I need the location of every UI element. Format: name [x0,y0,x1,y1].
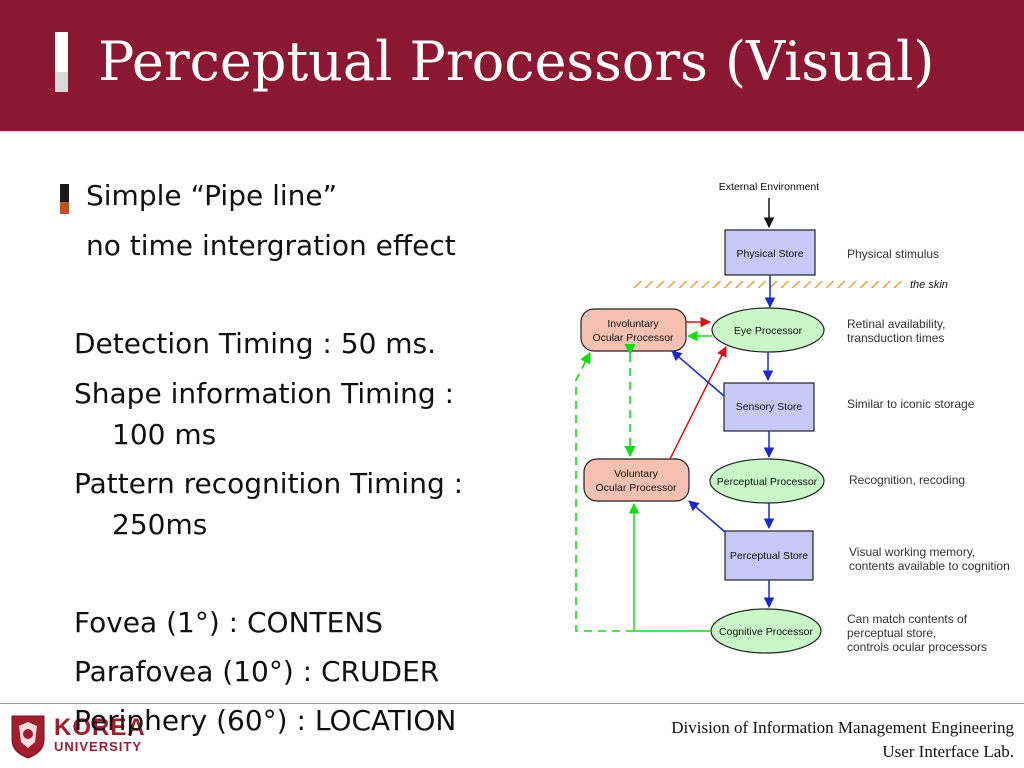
voluntary-label-1: Voluntary [614,468,659,480]
perceptual-store-box [724,530,814,581]
external-environment-label: External Environment [719,181,819,193]
involuntary-ocular-processor-node [580,308,687,352]
pattern-timing-value: 250ms [112,508,208,541]
eye-processor-label: Eye Processor [734,325,803,337]
bullet-no-time-integration: no time intergration effect [86,229,456,262]
logo-wordmark-top: KOREA [54,714,146,741]
footer-divider [0,703,1024,704]
slide-title: Perceptual Processors (Visual) [98,30,935,93]
fovea-line: Fovea (1°) : CONTENS [74,606,384,639]
shape-timing-label: Shape information Timing : [74,377,455,410]
sensory-store-box [723,382,815,432]
cognitive-processor-label: Cognitive Processor [719,626,813,638]
sensory-store-desc: Similar to iconic storage [847,397,975,411]
footer-division: Division of Information Management Engin… [671,718,1014,737]
skin-boundary [633,281,905,288]
skin-label: the skin [910,279,948,291]
logo-wordmark-bottom: UNIVERSITY [54,739,143,754]
cognitive-desc-2: perceptual store, [847,626,936,640]
sensory-to-involuntary-arrow [671,350,725,397]
eye-processor-desc-1: Retinal availability, [847,317,946,331]
voluntary-label-2: Ocular Processor [595,482,677,494]
store-to-voluntary-arrow [688,500,726,533]
cognitive-desc-3: controls ocular processors [847,640,987,654]
university-emblem-icon [8,712,48,764]
detection-timing: Detection Timing : 50 ms. [74,327,437,360]
voluntary-to-eye-arrow [669,346,727,460]
physical-stimulus-desc: Physical stimulus [847,247,939,261]
perceptual-processor-label: Perceptual Processor [717,476,818,488]
title-marker-icon [55,32,68,92]
periphery-line: Periphery (60°) : LOCATION [74,704,457,737]
perceptual-store-desc-2: contents available to cognition [849,559,1010,573]
cognitive-to-involuntary-dashed-arrow [575,352,634,632]
bullet-pipeline: Simple “Pipe line” [86,179,338,212]
eye-processor-desc-2: transduction times [847,331,944,345]
sensory-store-label: Sensory Store [736,401,803,413]
footer-lab: User Interface Lab. [882,742,1014,761]
pattern-timing-label: Pattern recognition Timing : [74,467,464,500]
perceptual-processor-desc: Recognition, recoding [849,473,965,487]
slide-header: Perceptual Processors (Visual) [0,0,1024,131]
involuntary-label-2: Ocular Processor [592,332,674,344]
physical-store-label: Physical Store [736,248,803,260]
cognitive-desc-1: Can match contents of [847,612,968,626]
visual-processor-diagram: External Environment Physical Store Phys… [570,170,1020,674]
perceptual-store-desc-1: Visual working memory, [849,545,975,559]
parafovea-line: Parafovea (10°) : CRUDER [74,655,440,688]
bullet-marker-icon [60,184,69,214]
perceptual-processor-node [709,458,825,504]
perceptual-store-label: Perceptual Store [730,550,808,562]
shape-timing-value: 100 ms [112,418,217,451]
involuntary-label-1: Involuntary [607,318,659,330]
voluntary-ocular-processor-node [583,458,690,502]
